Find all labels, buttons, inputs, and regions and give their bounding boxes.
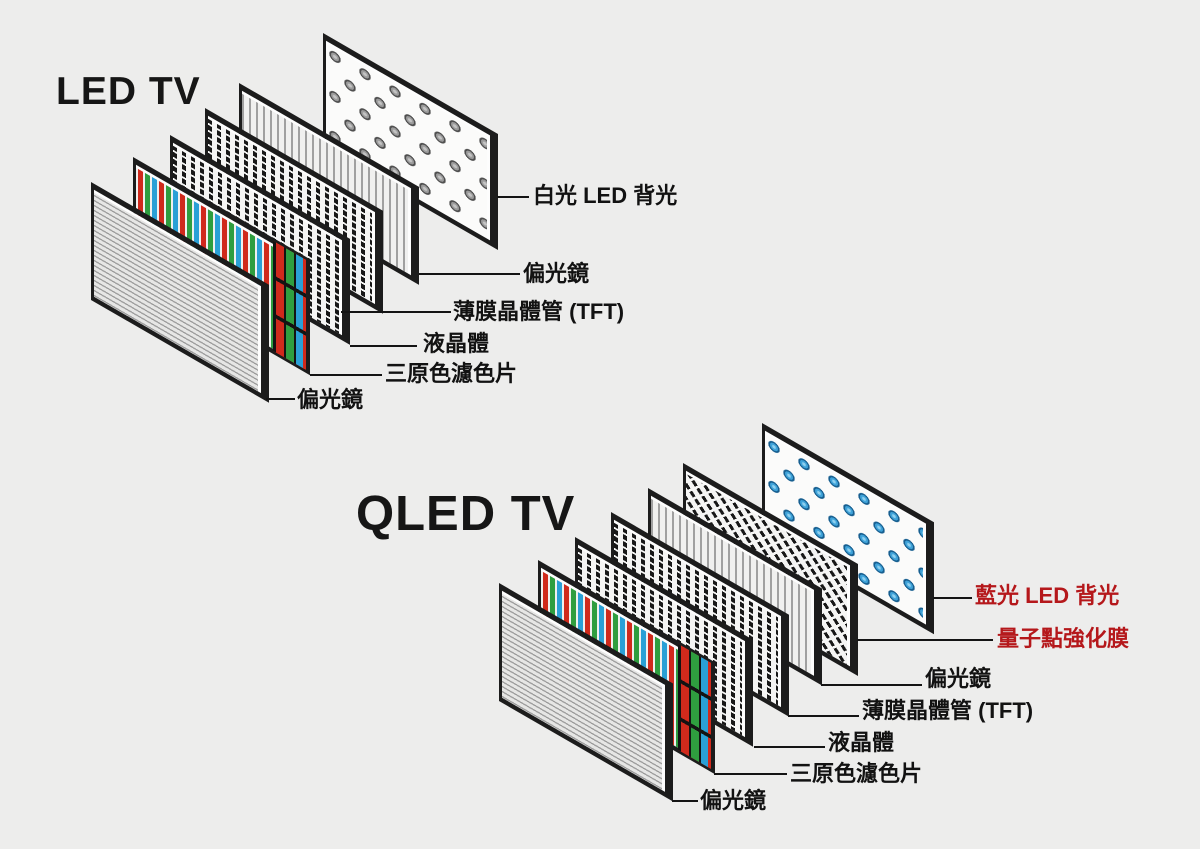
leader-led-tft: [341, 311, 451, 313]
leader-qled-rear-polarizer: [821, 684, 922, 686]
label-qled-liquid-crystal: 液晶體: [828, 730, 895, 755]
leader-qled-tft: [788, 715, 859, 717]
label-led-liquid-crystal: 液晶體: [423, 331, 490, 356]
label-led-rear-polarizer: 偏光鏡: [523, 261, 590, 286]
leader-qled-liquid-crystal: [754, 746, 825, 748]
label-qled-front-polarizer: 偏光鏡: [700, 788, 767, 813]
label-quantum-dot-film: 量子點強化膜: [997, 626, 1130, 651]
label-led-front-polarizer: 偏光鏡: [297, 387, 364, 412]
leader-led-color-filter: [310, 374, 382, 376]
label-led-color-filter: 三原色濾色片: [385, 361, 518, 386]
label-led-tft: 薄膜晶體管 (TFT): [453, 299, 625, 324]
leader-qled-front-polarizer: [672, 800, 698, 802]
label-blue-led-backlight: 藍光 LED 背光: [975, 583, 1120, 608]
leader-blue-led-backlight: [933, 597, 972, 599]
leader-led-rear-polarizer: [419, 273, 520, 275]
leader-white-led-backlight: [497, 196, 529, 198]
leader-led-front-polarizer: [266, 398, 295, 400]
led-color-filter-side: [273, 240, 306, 370]
leader-qled-color-filter: [714, 773, 787, 775]
leader-quantum-dot-film: [857, 639, 993, 641]
label-white-led-backlight: 白光 LED 背光: [533, 183, 678, 208]
label-qled-rear-polarizer: 偏光鏡: [925, 666, 992, 691]
leader-led-liquid-crystal: [350, 345, 417, 347]
led-tv-title: LED TV: [56, 70, 201, 113]
label-qled-tft: 薄膜晶體管 (TFT): [862, 698, 1034, 723]
qled-color-filter-side: [678, 643, 711, 769]
qled-tv-title: QLED TV: [356, 487, 576, 541]
label-qled-color-filter: 三原色濾色片: [790, 761, 923, 786]
